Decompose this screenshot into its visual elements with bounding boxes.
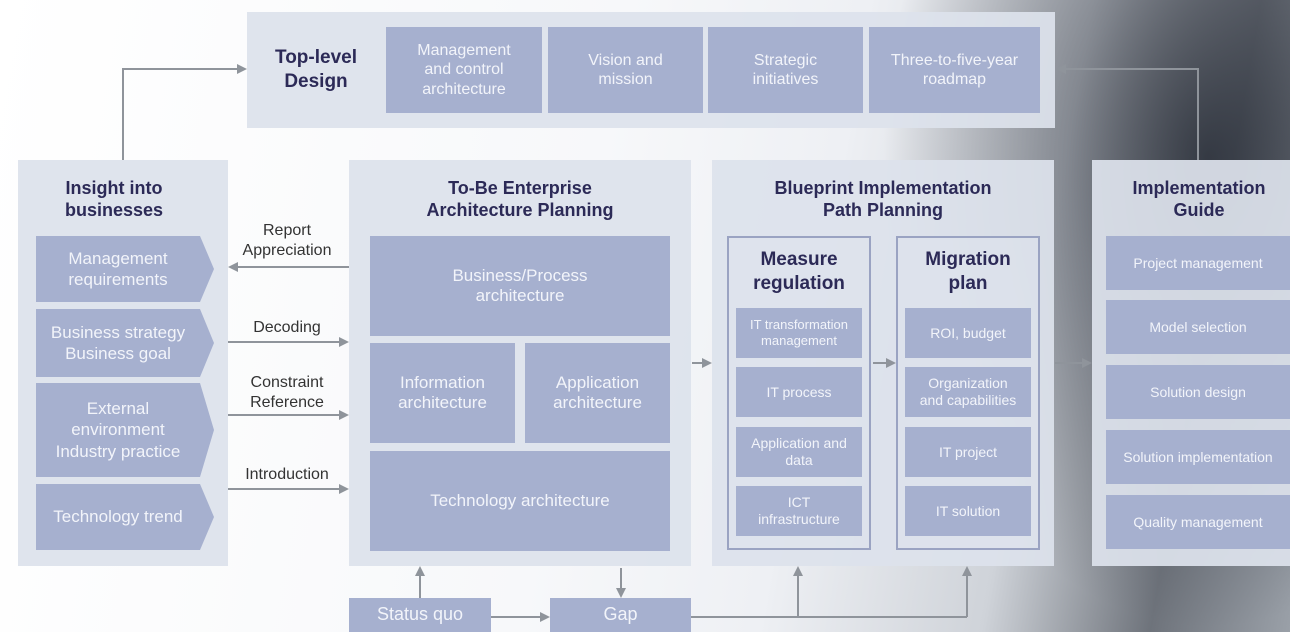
insight-title: Insight into businesses: [64, 177, 164, 221]
roadmap-box: Three-to-five-year roadmap: [869, 27, 1040, 113]
introduction-label: Introduction: [245, 466, 329, 483]
measure-regulation-title: Measure regulation: [753, 249, 845, 294]
roi-budget-box: ROI, budget: [905, 308, 1031, 358]
it-solution-box: IT solution: [905, 486, 1031, 536]
blueprint-title: Blueprint Implementation Path Planning: [774, 177, 992, 221]
it-project-box: IT project: [905, 427, 1031, 477]
technology-architecture-box: Technology architecture: [370, 451, 670, 551]
project-management-box: Project management: [1106, 236, 1290, 290]
application-architecture-box: Application architecture: [525, 343, 670, 443]
gap-box: Gap: [550, 598, 691, 632]
migration-plan-title: Migration plan: [925, 249, 1011, 294]
it-transformation-box: IT transformation management: [736, 308, 862, 358]
management-control-architecture-box: Management and control architecture: [386, 27, 542, 113]
ict-infrastructure-box: ICT infrastructure: [736, 486, 862, 536]
business-process-architecture-box: Business/Process architecture: [370, 236, 670, 336]
model-selection-box: Model selection: [1106, 300, 1290, 354]
constraint-reference-label: Constraint Reference: [250, 374, 324, 411]
application-data-box: Application and data: [736, 427, 862, 477]
decoding-label: Decoding: [253, 319, 321, 336]
report-appreciation-label: Report Appreciation: [242, 222, 332, 259]
guide-to-top-arrow: [1056, 64, 1199, 160]
solution-design-box: Solution design: [1106, 365, 1290, 419]
information-architecture-box: Information architecture: [370, 343, 515, 443]
status-quo-box: Status quo: [349, 598, 491, 632]
technology-trend-box: Technology trend: [36, 484, 214, 550]
top-level-design-title: Top-level Design: [275, 47, 357, 92]
solution-implementation-box: Solution implementation: [1106, 430, 1290, 484]
external-environment-box: External environment Industry practice: [36, 383, 214, 477]
strategic-initiatives-box: Strategic initiatives: [708, 27, 863, 113]
it-process-box: IT process: [736, 367, 862, 417]
tobe-title: To-Be Enterprise Architecture Planning: [426, 177, 614, 221]
quality-management-box: Quality management: [1106, 495, 1290, 549]
organization-capabilities-box: Organization and capabilities: [905, 367, 1031, 417]
implementation-guide-title: Implementation Guide: [1132, 177, 1266, 221]
management-requirements-box: Management requirements: [36, 236, 214, 302]
vision-mission-box: Vision and mission: [548, 27, 703, 113]
business-strategy-box: Business strategy Business goal: [36, 309, 214, 377]
insight-to-top-arrow: [122, 64, 247, 160]
